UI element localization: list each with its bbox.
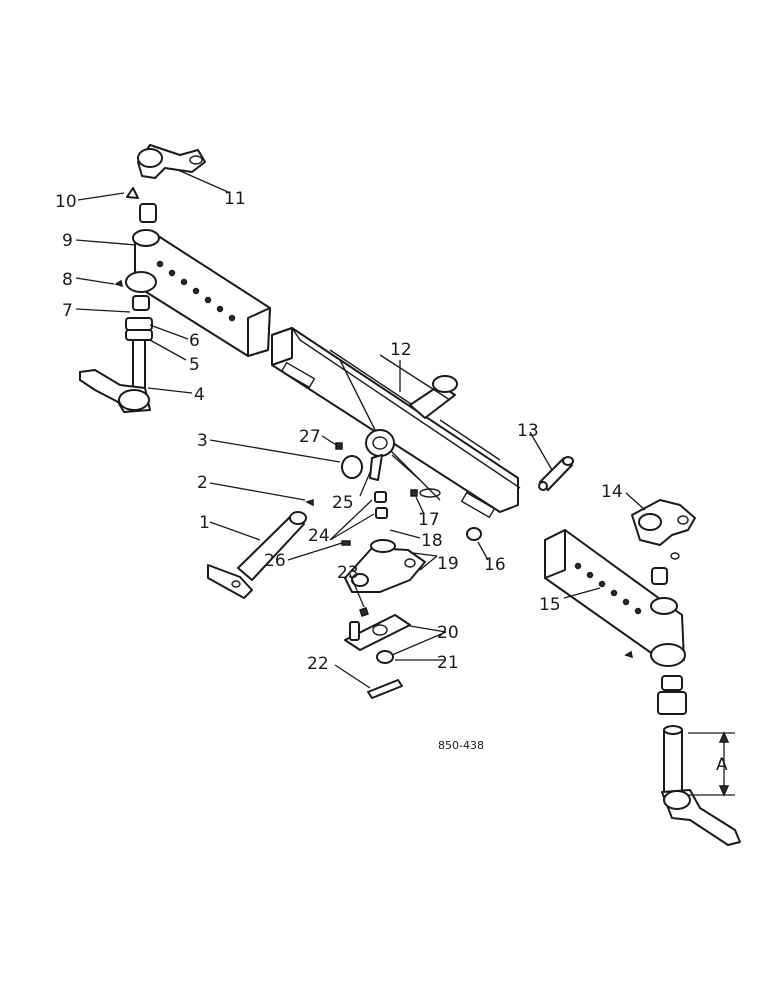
drawing-code: 850-438 [438,739,484,752]
callout-16: 16 [484,555,506,575]
pivot-bracket [344,539,426,593]
mounting-plate [344,614,411,651]
plug-17 [410,489,418,497]
callout-1: 1 [199,513,210,533]
right-axle-extension [544,529,686,667]
strap-22 [367,679,403,699]
callout-25: 25 [332,493,354,513]
callout-10: 10 [55,192,77,212]
grease-fitting-27 [335,442,343,450]
callout-27: 27 [299,427,321,447]
bolt-23 [359,607,369,617]
radius-rod [207,511,307,599]
left-steering-arm [137,144,206,179]
callout-2: 2 [197,473,208,493]
bolt-25 [369,454,383,481]
right-steering-arm [631,499,696,560]
callout-26: 26 [264,551,286,571]
nut-16 [466,527,482,541]
callout-7: 7 [62,301,73,321]
bushing-24-upper [374,491,387,503]
right-spindle [657,675,741,846]
pivot-pin [538,456,574,491]
bushing-3 [341,455,363,479]
callout-5: 5 [189,355,200,375]
callout-14: 14 [601,482,623,502]
callout-22: 22 [307,654,329,674]
bushing-lower-left [132,295,150,311]
callout-8: 8 [62,270,73,290]
callout-12: 12 [390,340,412,360]
callout-20: 20 [437,623,459,643]
callout-24: 24 [308,526,330,546]
callout-17: 17 [418,510,440,530]
left-axle-extension [125,229,271,357]
dimension-a: A [688,731,735,797]
callout-13: 13 [517,421,539,441]
left-spindle [79,317,153,413]
callout-3: 3 [197,431,208,451]
callouts: 1 2 3 4 5 6 7 8 9 10 11 12 13 14 15 16 1… [55,189,623,674]
callout-6: 6 [189,331,200,351]
callout-21: 21 [437,653,459,673]
dimension-a-label: A [716,755,728,775]
bushing-upper-right [651,567,668,585]
grease-fitting-2 [305,498,314,507]
callout-9: 9 [62,231,73,251]
nut-21 [376,650,394,664]
callout-11: 11 [224,189,246,209]
grease-fitting-right [624,650,633,659]
leader-lines [75,169,646,689]
callout-18: 18 [421,531,443,551]
bushing-upper-left [139,203,157,223]
callout-19: 19 [437,554,459,574]
callout-15: 15 [539,595,561,615]
bolt-26 [341,540,351,546]
callout-23: 23 [337,563,359,583]
axle-beam [271,327,521,519]
bushing-24-lower [375,507,388,519]
callout-4: 4 [194,385,205,405]
woodruff-key-10 [126,187,139,199]
grease-fitting-8 [114,279,123,288]
